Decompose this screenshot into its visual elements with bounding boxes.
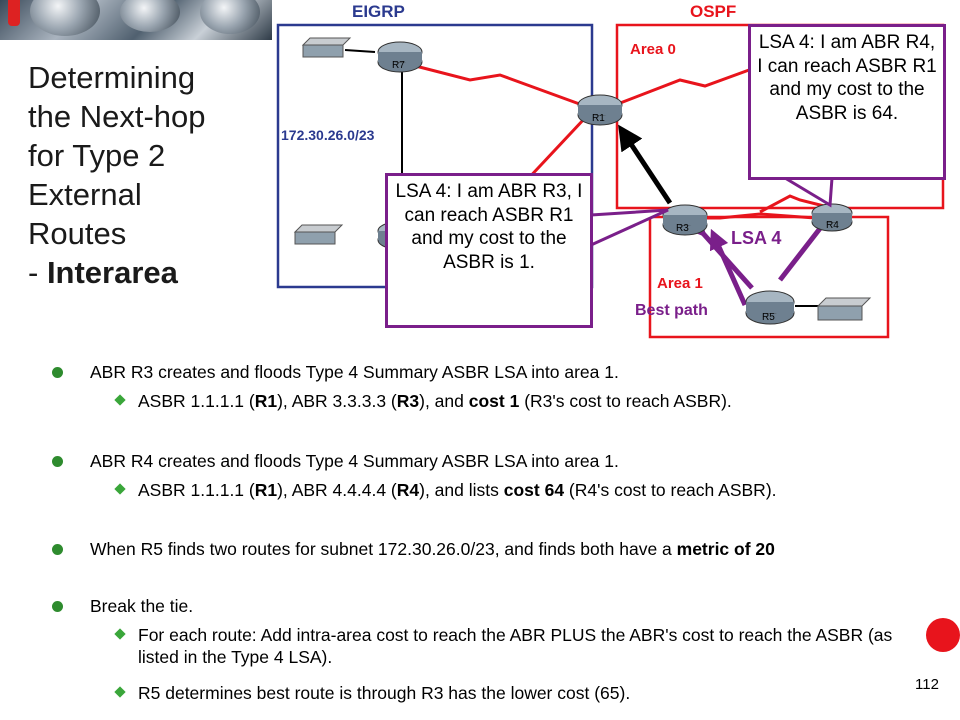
router-r7-icon: R7 (377, 41, 423, 73)
bullet-dot-icon (52, 601, 63, 612)
area1-label: Area 1 (657, 275, 703, 292)
bullet-item: ABR R3 creates and floods Type 4 Summary… (52, 361, 890, 383)
subnet-label: 172.30.26.0/23 (281, 127, 375, 143)
svg-text:R7: R7 (392, 60, 405, 71)
bullet-dot-icon (52, 544, 63, 555)
router-r1-icon: R1 (577, 94, 623, 126)
arrow-best-path (709, 228, 748, 307)
slide-title: Determining the Next-hop for Type 2 Exte… (28, 58, 268, 292)
lsa4-label: LSA 4 (731, 228, 781, 248)
svg-text:R4: R4 (826, 220, 839, 231)
callout-lsa4-r3: LSA 4: I am ABR R3, I can reach ASBR R1 … (385, 173, 593, 328)
switch-icon (816, 297, 872, 321)
router-r5-icon: R5 (745, 290, 795, 325)
sub-bullet-item: For each route: Add intra-area cost to r… (114, 624, 898, 668)
title-line: for Type 2 (28, 138, 166, 173)
sub-bullet-item: ASBR 1.1.1.1 (R1), ABR 4.4.4.4 (R4), and… (114, 479, 898, 501)
arrow-r4-to-r5 (778, 207, 840, 282)
router-r4-icon: R4 (811, 203, 853, 232)
bullet-item: Break the tie. (52, 595, 890, 617)
diamond-bullet-icon (114, 483, 126, 495)
bullet-dot-icon (52, 456, 63, 467)
bullet-dot-icon (52, 367, 63, 378)
svg-text:R3: R3 (676, 223, 689, 234)
corner-photo (0, 0, 272, 40)
title-line: Routes (28, 216, 127, 251)
title-emphasis: Interarea (46, 255, 178, 290)
title-line: - Interarea (28, 255, 178, 290)
area0-label: Area 0 (630, 41, 676, 58)
switch-icon (293, 224, 344, 245)
best-path-label: Best path (635, 302, 708, 319)
svg-text:R1: R1 (592, 113, 605, 124)
page-number: 112 (915, 676, 939, 693)
router-r3-icon: R3 (662, 204, 708, 236)
diamond-bullet-icon (114, 686, 126, 698)
callout-lsa4-r4: LSA 4: I am ABR R4, I can reach ASBR R1 … (748, 24, 946, 180)
title-line: the Next-hop (28, 99, 206, 134)
diamond-bullet-icon (114, 394, 126, 406)
arrow-r3-to-r1 (618, 124, 673, 205)
callout-r4-pointer (784, 176, 834, 208)
sub-bullet-item: R5 determines best route is through R3 h… (114, 682, 898, 704)
sub-bullet-item: ASBR 1.1.1.1 (R1), ABR 3.3.3.3 (R3), and… (114, 390, 898, 412)
ospf-area1-box (648, 215, 890, 339)
title-line: External (28, 177, 142, 212)
diamond-bullet-icon (114, 628, 126, 640)
svg-text:R5: R5 (762, 312, 775, 323)
title-line: Determining (28, 60, 196, 95)
eigrp-label: EIGRP (352, 2, 405, 21)
ospf-label: OSPF (690, 2, 736, 21)
bullet-item: ABR R4 creates and floods Type 4 Summary… (52, 450, 890, 472)
bullet-item: When R5 finds two routes for subnet 172.… (52, 538, 890, 560)
switch-icon (301, 37, 352, 58)
callout-r3-pointer (590, 208, 669, 247)
red-dot-icon (926, 618, 960, 652)
